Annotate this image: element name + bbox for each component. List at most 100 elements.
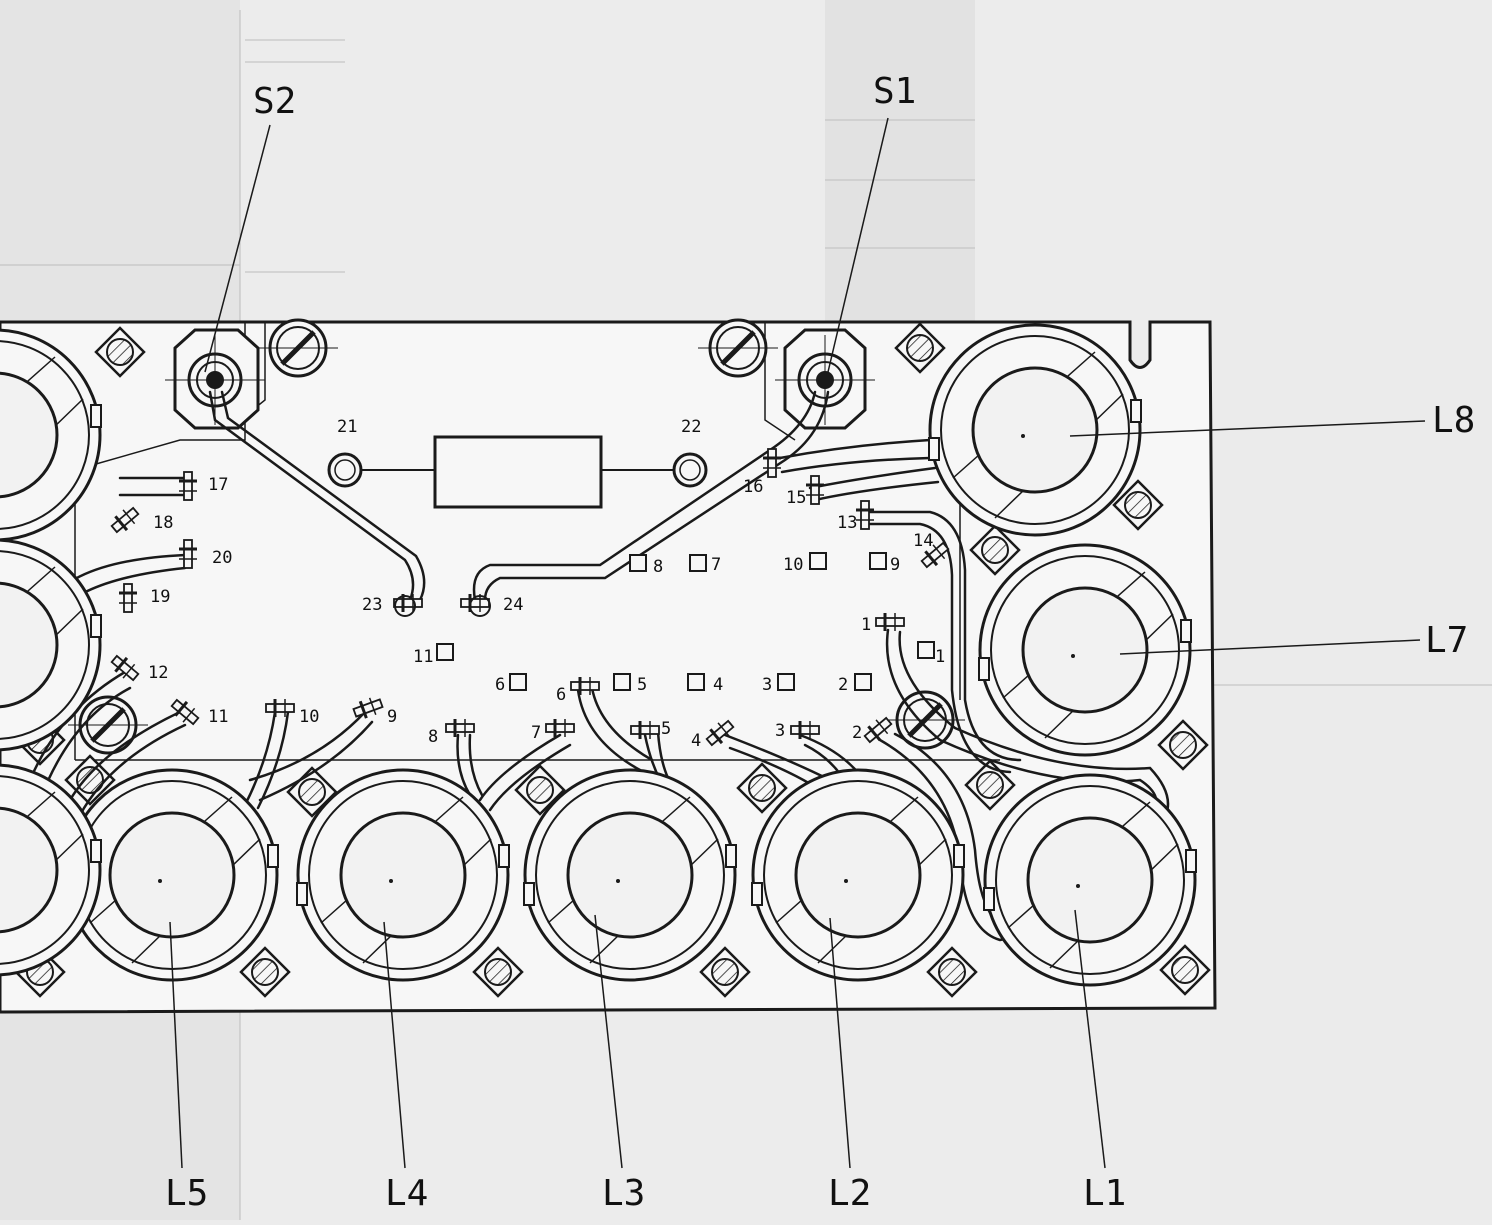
terminal-label-19: 19 xyxy=(150,587,170,607)
coil-l6c[interactable] xyxy=(0,763,102,977)
terminal-label-8: 8 xyxy=(428,727,438,747)
wire-terminal-5 xyxy=(630,721,660,739)
wire-terminal-11 xyxy=(170,698,200,726)
switch-s2[interactable] xyxy=(165,328,265,430)
terminal-label-17: 17 xyxy=(208,475,228,495)
leader-lines xyxy=(169,117,1426,1169)
terminal-label-13: 13 xyxy=(837,513,857,533)
wire-terminal-13 xyxy=(856,500,874,530)
wire-terminal-12 xyxy=(110,654,140,682)
screw-19 xyxy=(472,946,524,998)
wire-terminal-19 xyxy=(179,539,197,569)
pad-labels: 1 2 3 4 5 6 7 8 9 10 11 xyxy=(413,555,945,695)
coil-l1[interactable] xyxy=(983,773,1197,987)
terminal-label-12: 12 xyxy=(148,663,168,683)
wire-terminal-1 xyxy=(875,613,905,631)
terminal-label-18: 18 xyxy=(153,513,173,533)
terminal-label-1: 1 xyxy=(861,615,871,635)
callout-s1: S1 xyxy=(873,71,916,112)
pad-label-9: 9 xyxy=(890,555,900,575)
screw-6 xyxy=(969,524,1021,576)
terminal-label-20: 20 xyxy=(212,548,232,568)
terminal-label-10: 10 xyxy=(299,707,319,727)
coil-l5[interactable] xyxy=(65,768,279,982)
wire-terminal-17 xyxy=(179,471,197,501)
coil-l8[interactable] xyxy=(928,323,1142,537)
callout-l1: L1 xyxy=(1083,1173,1126,1214)
pad-7 xyxy=(689,554,707,572)
coil-l3[interactable] xyxy=(523,768,737,982)
terminal-label-16: 16 xyxy=(743,477,763,497)
screw-13 xyxy=(64,754,116,806)
callout-s2: S2 xyxy=(253,81,296,122)
paper-shade-right xyxy=(1210,0,1492,1220)
terminal-label-3: 3 xyxy=(775,721,785,741)
screw-10 xyxy=(736,762,788,814)
screw-7 xyxy=(1157,719,1209,771)
screw-20 xyxy=(239,946,291,998)
coil-l6a[interactable] xyxy=(0,328,102,542)
terminal-23-ring xyxy=(394,595,416,617)
pad-label-8: 8 xyxy=(653,557,663,577)
wire-terminal-14 xyxy=(920,541,950,569)
terminal-label-14: 14 xyxy=(913,531,933,551)
terminal-label-11: 11 xyxy=(208,707,228,727)
coil-l7[interactable] xyxy=(978,543,1192,757)
pad-label-4: 4 xyxy=(713,675,723,695)
coil-l6b[interactable] xyxy=(0,538,102,752)
screw-16 xyxy=(1159,944,1211,996)
terminal-label-21: 21 xyxy=(337,417,357,437)
pad-4 xyxy=(687,673,705,691)
terminal-label-24: 24 xyxy=(503,595,523,615)
screw-2 xyxy=(258,318,338,378)
callout-l5: L5 xyxy=(165,1173,208,1214)
coil-group xyxy=(0,323,1197,987)
pad-5 xyxy=(613,673,631,691)
wire-terminal-10 xyxy=(265,699,295,717)
terminal-label-2: 2 xyxy=(852,723,862,743)
switch-s1[interactable] xyxy=(775,328,875,430)
terminal-label-23: 23 xyxy=(362,595,382,615)
pad-10 xyxy=(809,552,827,570)
pad-label-10: 10 xyxy=(783,555,803,575)
wire-terminal-18 xyxy=(110,506,140,534)
screw-1 xyxy=(94,326,146,378)
wire-terminal-4 xyxy=(705,719,735,747)
terminal-label-22: 22 xyxy=(681,417,701,437)
coil-l4[interactable] xyxy=(296,768,510,982)
wire-terminal-15 xyxy=(806,475,824,505)
callout-l7: L7 xyxy=(1425,620,1468,661)
pad-label-11: 11 xyxy=(413,647,433,667)
pad-label-1: 1 xyxy=(935,647,945,667)
screw-4 xyxy=(894,322,946,374)
screw-3 xyxy=(698,318,778,378)
pad-label-6: 6 xyxy=(495,675,505,695)
wire-terminal-20 xyxy=(119,583,137,613)
wire-terminal-3 xyxy=(790,721,820,739)
screw-18 xyxy=(699,946,751,998)
wire-terminal-9 xyxy=(352,697,384,719)
screw-14 xyxy=(68,695,148,755)
pad-8 xyxy=(629,554,647,572)
terminal-label-15: 15 xyxy=(786,488,806,508)
pad-6 xyxy=(509,673,527,691)
wire-terminal-7 xyxy=(545,719,575,737)
screw-9 xyxy=(964,759,1016,811)
terminal-label-4: 4 xyxy=(691,731,701,751)
wire-terminal-6 xyxy=(570,677,600,695)
coil-l2[interactable] xyxy=(751,768,965,982)
screw-11 xyxy=(514,764,566,816)
terminal-label-9: 9 xyxy=(387,707,397,727)
callout-labels: S2 S1 L8 L7 L1 L2 L3 L4 L5 xyxy=(165,71,1475,1214)
terminal-mark-group xyxy=(110,448,950,747)
wire-terminal-8 xyxy=(445,719,475,737)
screw-17 xyxy=(926,946,978,998)
pad-label-5: 5 xyxy=(637,675,647,695)
pad-label-3: 3 xyxy=(762,675,772,695)
callout-l2: L2 xyxy=(828,1173,871,1214)
terminal-label-5: 5 xyxy=(661,719,671,739)
terminal-labels: 21 22 23 24 17 18 20 19 12 11 10 9 8 7 6… xyxy=(148,417,933,751)
pad-label-7: 7 xyxy=(711,555,721,575)
callout-l8: L8 xyxy=(1432,400,1475,441)
